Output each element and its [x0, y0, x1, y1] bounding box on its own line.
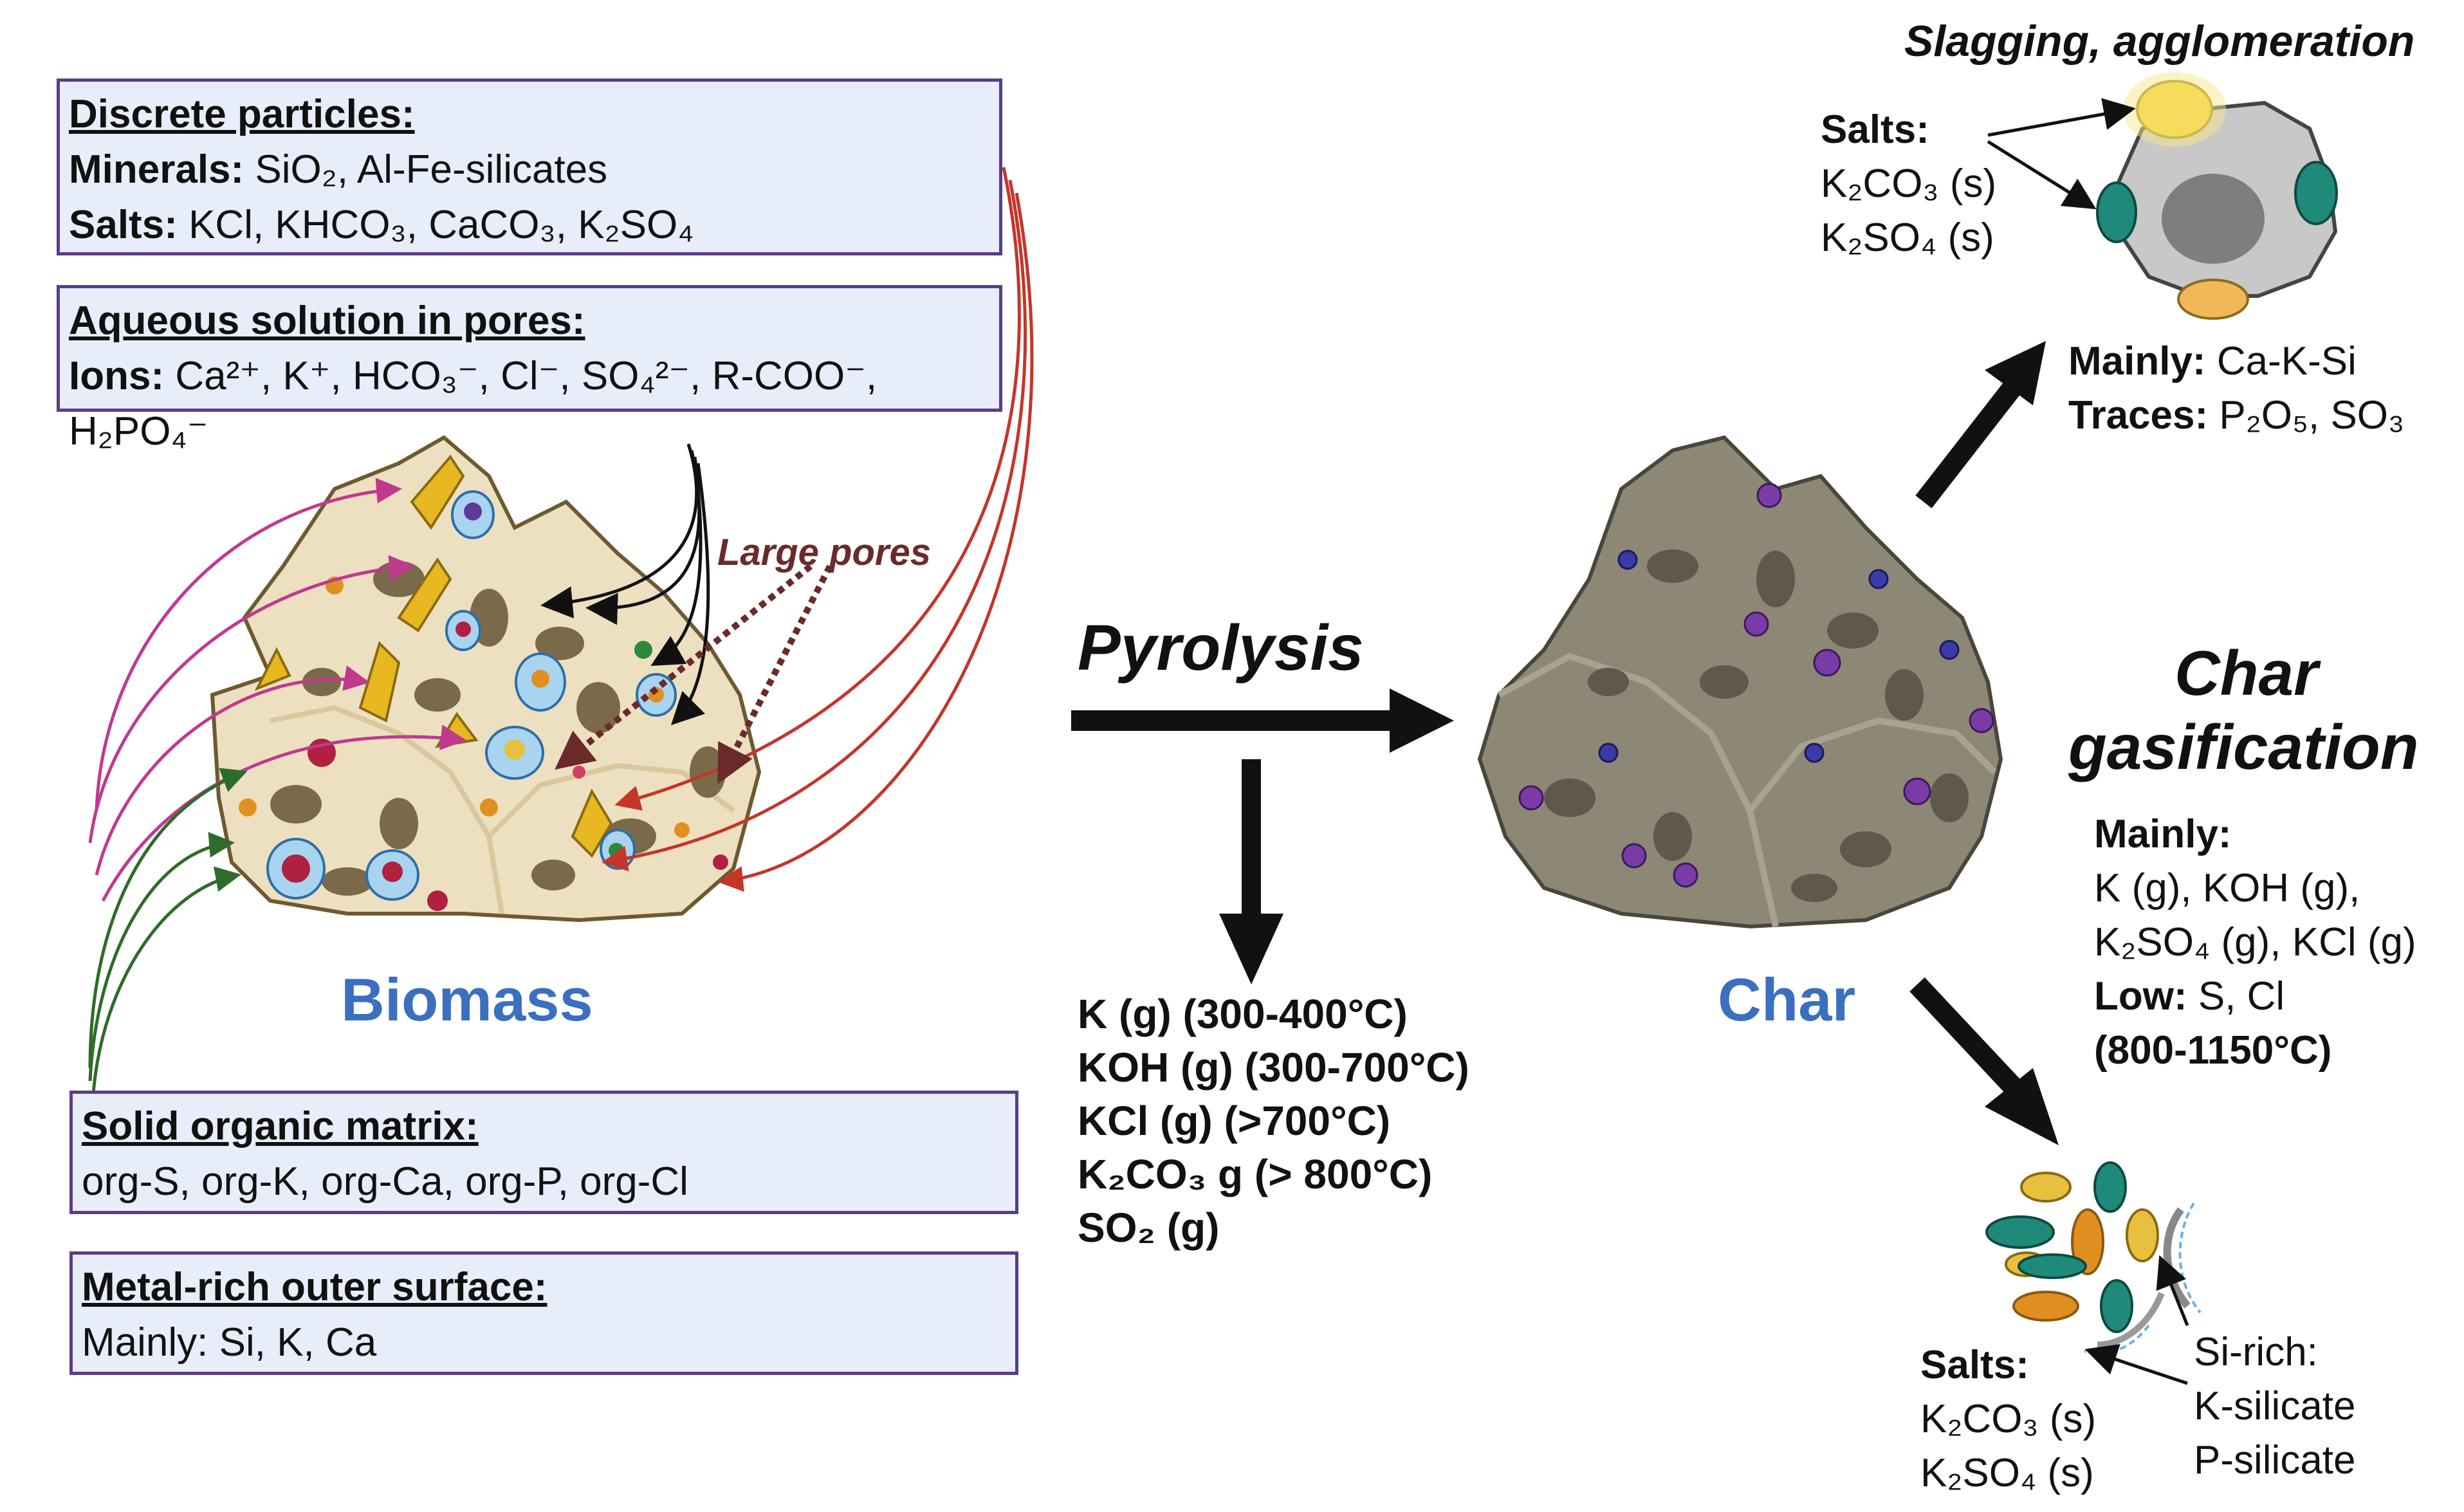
char-particle: [1477, 435, 2003, 929]
ash-pointer-arrows: [2084, 1255, 2189, 1385]
product-item: KCl (g) (>700°C): [1078, 1098, 1391, 1144]
slag-particle: [2096, 72, 2338, 320]
pyrolysis-label: Pyrolysis: [1078, 612, 1364, 684]
product-item: SO₂ (g): [1078, 1204, 1220, 1251]
si-rich-item: K-silicate: [2194, 1384, 2356, 1428]
slag-salt-arrows: [1987, 98, 2136, 210]
ash-fragments: [1985, 1161, 2202, 1355]
slagging-arrow: [1915, 341, 2046, 508]
slag-salt-item: K₂SO₄ (s): [1821, 216, 1994, 260]
slag-salts: Salts: K₂CO₃ (s) K₂SO₄ (s): [1821, 103, 1996, 265]
product-item: KOH (g) (300-700°C): [1078, 1044, 1469, 1091]
large-pores-label: Large pores: [717, 531, 931, 573]
si-rich-phases: Si-rich: K-silicate P-silicate: [2194, 1325, 2356, 1488]
product-item: K (g) (300-400°C): [1078, 991, 1408, 1037]
green-arrows: [88, 768, 248, 1094]
pyrolysis-products: K (g) (300-400°C) KOH (g) (300-700°C) KC…: [1078, 988, 1469, 1255]
slagging-label: Slagging, agglomeration: [1904, 17, 2415, 66]
minerals-value: SiO₂, Al-Fe-silicates: [244, 147, 608, 192]
ash-salts-label: Salts:: [1920, 1343, 2029, 1387]
ash-salt-item: K₂CO₃ (s): [1920, 1397, 2097, 1441]
magenta-arrows: [88, 477, 466, 902]
discrete-particles-title: Discrete particles:: [69, 92, 415, 136]
solid-organic-matrix-title: Solid organic matrix:: [82, 1104, 479, 1148]
gasification-low-label: Low:: [2094, 974, 2187, 1019]
large-pores-arrows: [555, 564, 833, 784]
slag-salt-item: K₂CO₃ (s): [1821, 161, 1997, 206]
metal-rich-surface-box: Metal-rich outer surface: Mainly: Si, K,…: [69, 1251, 1018, 1375]
red-arrows: [602, 167, 1034, 892]
gasification-ash-arrow: [1909, 977, 2059, 1145]
biomass-label: Biomass: [341, 966, 593, 1033]
solid-organic-matrix-value: org-S, org-K, org-Ca, org-P, org-Cl: [82, 1159, 688, 1204]
slag-composition: Mainly: Ca-K-Si Traces: P₂O₅, SO₃: [2068, 335, 2404, 443]
minerals-label: Minerals:: [69, 147, 244, 192]
metal-rich-surface-value: Mainly: Si, K, Ca: [82, 1320, 377, 1365]
slag-mainly-label: Mainly:: [2068, 339, 2206, 383]
char-gasification-label-line1: Char: [2174, 638, 2319, 708]
solid-organic-matrix-box: Solid organic matrix: org-S, org-K, org-…: [69, 1091, 1018, 1214]
ions-label: Ions:: [69, 354, 165, 398]
slag-mainly-value: Ca-K-Si: [2205, 339, 2357, 383]
black-pointer-arrows: [540, 443, 710, 726]
ash-salt-item: K₂SO₄ (s): [1920, 1451, 2094, 1495]
char-label: Char: [1718, 966, 1856, 1033]
gasification-products: Mainly: K (g), KOH (g), K₂SO₄ (g), KCl (…: [2094, 807, 2416, 1078]
si-rich-item: P-silicate: [2194, 1438, 2356, 1482]
salts-label: Salts:: [69, 203, 178, 247]
ash-salts: Salts: K₂CO₃ (s) K₂SO₄ (s): [1920, 1338, 2096, 1500]
ions-value: Ca²⁺, K⁺, HCO₃⁻, Cl⁻, SO₄²⁻, R-COO⁻, H₂P…: [69, 354, 878, 454]
metal-rich-surface-title: Metal-rich outer surface:: [82, 1265, 547, 1309]
gasification-temp: (800-1150°C): [2094, 1028, 2332, 1073]
pyrolysis-arrow: [1071, 688, 1454, 753]
gasification-line: K (g), KOH (g),: [2094, 866, 2360, 910]
slag-traces-value: P₂O₅, SO₃: [2208, 393, 2405, 438]
product-item: K₂CO₃ g (> 800°C): [1078, 1151, 1433, 1197]
slag-salts-label: Salts:: [1821, 107, 1929, 152]
gasification-mainly-label: Mainly:: [2094, 812, 2232, 856]
volatiles-arrow: [1219, 759, 1283, 984]
salts-value: KCl, KHCO₃, CaCO₃, K₂SO₄: [177, 203, 694, 247]
char-gasification-label-line2: gasification: [2068, 712, 2419, 782]
slag-traces-label: Traces:: [2068, 393, 2209, 438]
aqueous-solution-box: Aqueous solution in pores: Ions: Ca²⁺, K…: [57, 285, 1002, 454]
si-rich-item: Si-rich:: [2194, 1330, 2318, 1374]
gasification-low-value: S, Cl: [2187, 974, 2285, 1019]
aqueous-solution-title: Aqueous solution in pores:: [69, 299, 585, 343]
gasification-line: K₂SO₄ (g), KCl (g): [2094, 920, 2416, 964]
discrete-particles-box: Discrete particles: Minerals: SiO₂, Al-F…: [57, 78, 1002, 255]
